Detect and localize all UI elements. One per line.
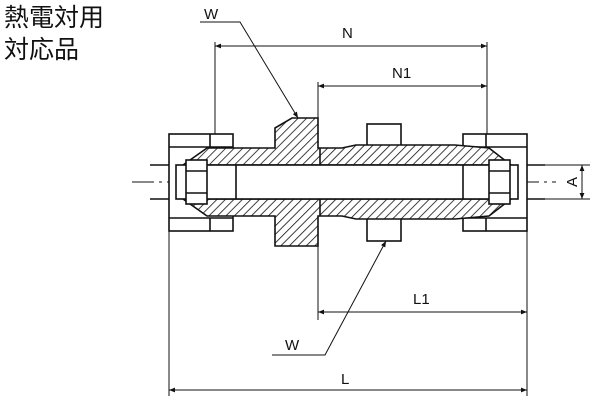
title-line-2: 対応品 bbox=[4, 35, 80, 64]
label-W-bottom: W bbox=[285, 337, 300, 354]
body-section-upper bbox=[180, 117, 514, 166]
leader-W-bottom bbox=[272, 240, 387, 356]
label-N: N bbox=[342, 25, 353, 42]
label-N1: N1 bbox=[392, 65, 411, 82]
product-title: 熱電対用 対応品 bbox=[4, 2, 154, 66]
label-A: A bbox=[564, 177, 581, 187]
body-section-lower bbox=[180, 198, 514, 247]
bore bbox=[175, 164, 519, 200]
label-L1: L1 bbox=[413, 291, 430, 308]
label-L: L bbox=[341, 371, 349, 388]
right-tube-end bbox=[488, 159, 511, 205]
leader-W-top bbox=[200, 21, 299, 119]
left-tube-end bbox=[185, 159, 208, 205]
title-line-1: 熱電対用 bbox=[4, 3, 105, 32]
label-W-top: W bbox=[204, 6, 219, 23]
